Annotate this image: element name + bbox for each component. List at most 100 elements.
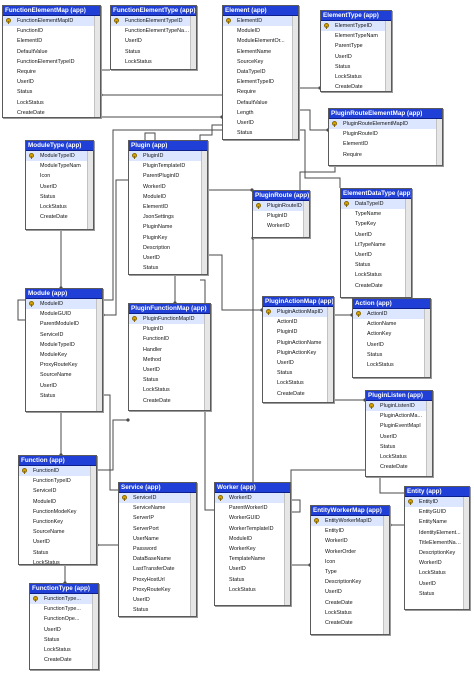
column-row[interactable]: Status: [215, 575, 284, 585]
table-title[interactable]: FunctionType (app): [30, 584, 98, 594]
column-row[interactable]: LockStatus: [215, 585, 284, 595]
column-row[interactable]: ModuleID: [19, 497, 90, 507]
table-scrollbar[interactable]: [436, 119, 442, 165]
column-row[interactable]: LockStatus: [353, 360, 424, 370]
column-row[interactable]: UserID: [215, 564, 284, 574]
column-row[interactable]: EntityID: [311, 526, 383, 536]
column-row[interactable]: PluginListenID: [366, 401, 426, 412]
column-row[interactable]: ProxyHostUrl: [119, 575, 190, 585]
table-title[interactable]: ModuleType (app): [26, 141, 93, 151]
column-row[interactable]: FunctionType...: [30, 604, 92, 614]
table-scrollbar[interactable]: [303, 201, 309, 237]
column-row[interactable]: UserID: [263, 358, 327, 368]
column-row[interactable]: PluginActionMa...: [366, 411, 426, 421]
column-row[interactable]: PluginActionName: [263, 338, 327, 348]
column-row[interactable]: LtTypeName: [341, 240, 405, 250]
column-row[interactable]: UserID: [3, 77, 94, 87]
table-scrollbar[interactable]: [405, 199, 411, 297]
column-row[interactable]: DataTypeID: [341, 199, 405, 210]
column-row[interactable]: CreateDate: [366, 462, 426, 472]
column-row[interactable]: Icon: [26, 171, 87, 181]
table-scrollbar[interactable]: [292, 16, 298, 139]
column-row[interactable]: Status: [366, 442, 426, 452]
column-row[interactable]: TypeKey: [341, 219, 405, 229]
column-row[interactable]: ServerIP: [119, 513, 190, 523]
column-row[interactable]: Require: [223, 87, 292, 97]
column-row[interactable]: LastTransferDate: [119, 564, 190, 574]
column-row[interactable]: UserID: [405, 579, 463, 589]
table-title[interactable]: Element (app): [223, 6, 298, 16]
column-row[interactable]: PluginID: [253, 211, 303, 221]
table-functionelementmap[interactable]: FunctionElementMap (app)FunctionElementM…: [2, 5, 101, 118]
column-row[interactable]: CreateDate: [321, 82, 385, 91]
column-row[interactable]: IdentityElement...: [405, 528, 463, 538]
column-row[interactable]: ModuleID: [223, 26, 292, 36]
column-row[interactable]: Length: [223, 108, 292, 118]
table-scrollbar[interactable]: [383, 516, 389, 634]
column-row[interactable]: LockStatus: [311, 608, 383, 618]
column-row[interactable]: ActionID: [353, 309, 424, 320]
column-row[interactable]: LockStatus: [341, 270, 405, 280]
table-title[interactable]: PluginActionMap (app): [263, 297, 333, 307]
column-row[interactable]: FunctionTypeID: [19, 476, 90, 486]
table-title[interactable]: Module (app): [26, 289, 102, 299]
column-row[interactable]: ElementID: [129, 202, 201, 212]
column-row[interactable]: PluginRouteID: [253, 201, 303, 212]
column-row[interactable]: ProxyRouteKey: [119, 585, 190, 595]
column-row[interactable]: ModuleElementOr...: [223, 36, 292, 46]
column-row[interactable]: UserID: [366, 432, 426, 442]
column-row[interactable]: Require: [3, 67, 94, 77]
table-title[interactable]: PluginRoute (app): [253, 191, 309, 201]
column-row[interactable]: ElementTypeNam: [321, 31, 385, 41]
column-row[interactable]: UserID: [341, 250, 405, 260]
column-row[interactable]: CreateDate: [3, 108, 94, 117]
table-functionelementtype[interactable]: FunctionElementType (app)FunctionElement…: [110, 5, 197, 70]
column-row[interactable]: CreateDate: [26, 212, 87, 222]
column-row[interactable]: WorkerGUID: [215, 513, 284, 523]
column-row[interactable]: Status: [19, 548, 90, 558]
column-row[interactable]: WorkerID: [215, 493, 284, 504]
column-row[interactable]: PluginID: [129, 324, 204, 334]
column-row[interactable]: Icon: [311, 557, 383, 567]
column-row[interactable]: Description: [129, 243, 201, 253]
table-title[interactable]: FunctionElementType (app): [111, 6, 196, 16]
column-row[interactable]: DataTypeID: [223, 67, 292, 77]
column-row[interactable]: FunctionModeKey: [19, 507, 90, 517]
column-row[interactable]: EntityID: [405, 497, 463, 508]
table-title[interactable]: Entity (app): [405, 487, 469, 497]
table-scrollbar[interactable]: [87, 151, 93, 229]
column-row[interactable]: Status: [129, 263, 201, 273]
column-row[interactable]: PluginRouteElementMapID: [329, 119, 436, 130]
column-row[interactable]: Handler: [129, 345, 204, 355]
table-title[interactable]: Action (app): [353, 299, 430, 309]
column-row[interactable]: ModuleID: [215, 534, 284, 544]
column-row[interactable]: Status: [26, 391, 96, 401]
table-title[interactable]: ElementDataType (app): [341, 189, 411, 199]
column-row[interactable]: CreateDate: [129, 396, 204, 406]
table-functiontype[interactable]: FunctionType (app)FunctionType...Functio…: [29, 583, 99, 670]
column-row[interactable]: UserID: [129, 253, 201, 263]
column-row[interactable]: ElementTypeID: [321, 21, 385, 32]
column-row[interactable]: WorkerID: [311, 536, 383, 546]
column-row[interactable]: JsonSettings: [129, 212, 201, 222]
column-row[interactable]: FunctionType...: [30, 594, 92, 605]
column-row[interactable]: PluginFunctionMapID: [129, 314, 204, 325]
column-row[interactable]: Status: [111, 47, 190, 57]
column-row[interactable]: TitleElementName: [405, 538, 463, 548]
column-row[interactable]: ParentType: [321, 41, 385, 51]
column-row[interactable]: Status: [119, 605, 190, 615]
column-row[interactable]: ModuleKey: [26, 350, 96, 360]
column-row[interactable]: WorkerKey: [215, 544, 284, 554]
column-row[interactable]: FunctionElementTypeID: [3, 57, 94, 67]
column-row[interactable]: TypeName: [341, 209, 405, 219]
column-row[interactable]: UserID: [111, 36, 190, 46]
table-title[interactable]: PluginFunctionMap (app): [129, 304, 210, 314]
table-scrollbar[interactable]: [190, 493, 196, 616]
table-title[interactable]: PluginRouteElementMap (app): [329, 109, 442, 119]
